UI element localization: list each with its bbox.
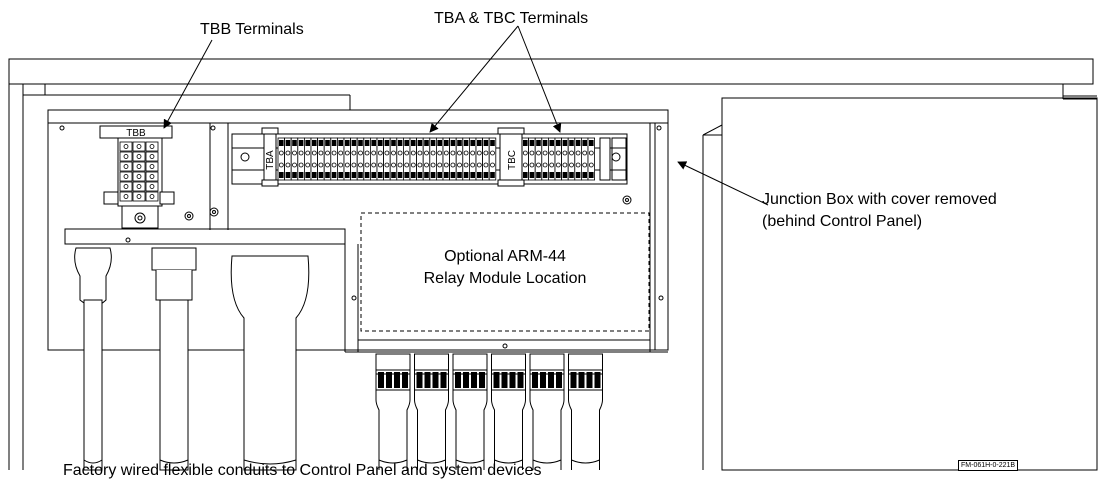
- end-bracket-right: [240, 137, 621, 181]
- conduits-caption: Factory wired flexible conduits to Contr…: [63, 462, 542, 479]
- terminal-cell: [468, 137, 477, 181]
- bottom-conduit-fitting: [375, 353, 411, 470]
- terminal-cell: [449, 137, 457, 181]
- tbb-cell: [145, 181, 159, 192]
- end-bracket-mid: [497, 127, 525, 187]
- conduit-mid: [151, 247, 197, 471]
- terminal-cell: [435, 137, 444, 181]
- tbb-tag: TBB: [126, 128, 146, 139]
- terminal-cell: [561, 137, 569, 181]
- terminal-cell: [363, 137, 371, 181]
- terminal-cell: [422, 137, 431, 181]
- terminal-cell: [317, 137, 325, 181]
- terminal-cell: [336, 137, 345, 181]
- terminal-cell: [416, 137, 424, 181]
- terminal-cell: [587, 137, 595, 181]
- terminal-cell: [455, 137, 464, 181]
- terminal-cell: [330, 137, 338, 181]
- tbb-cell: [132, 171, 146, 182]
- terminal-cell: [389, 137, 398, 181]
- relay-module-label-line2: Relay Module Location: [423, 270, 587, 287]
- terminal-cell: [488, 137, 497, 181]
- tbb-cell: [119, 151, 133, 162]
- relay-module-area: [360, 212, 650, 332]
- drawing-reference: FM-061H-0-221B: [958, 460, 1019, 471]
- terminal-block-strip-tbc: [521, 137, 595, 181]
- end-bracket-left: [261, 127, 279, 187]
- bottom-conduit-fitting: [491, 353, 526, 470]
- terminal-cell: [323, 137, 332, 181]
- tbb-cell: [132, 141, 146, 152]
- terminal-cell: [277, 137, 285, 181]
- terminal-cell: [482, 137, 490, 181]
- conduit-left: [74, 247, 112, 471]
- tbb-cell: [119, 181, 133, 192]
- tba-tbc-callout-label: TBA & TBC Terminals: [434, 10, 589, 27]
- terminal-cell: [356, 137, 365, 181]
- tba-tag: TBA: [265, 150, 276, 170]
- junction-box-label-line1: Junction Box with cover removed: [762, 191, 997, 208]
- terminal-cell: [475, 137, 483, 181]
- bottom-conduits: [375, 353, 603, 470]
- callout-lines: [163, 25, 769, 206]
- control-panel: [702, 97, 1098, 471]
- bottom-conduit-fitting: [568, 353, 603, 470]
- terminal-block-strip-tba: [277, 137, 497, 181]
- terminal-cell: [442, 137, 450, 181]
- junction-box-label-line2: (behind Control Panel): [762, 213, 923, 230]
- terminal-cell: [541, 137, 549, 181]
- terminal-cell: [581, 137, 589, 181]
- tbb-cell: [119, 171, 133, 182]
- terminal-cell: [402, 137, 411, 181]
- terminal-cell: [521, 137, 529, 181]
- terminal-cell: [297, 137, 305, 181]
- tbb-cell: [145, 191, 159, 202]
- tbb-cell: [132, 151, 146, 162]
- terminal-cell: [554, 137, 562, 181]
- tbb-cell: [145, 161, 159, 172]
- relay-module-label-line1: Optional ARM-44: [444, 248, 566, 265]
- terminal-cell: [350, 137, 358, 181]
- terminal-cell: [303, 137, 312, 181]
- tbb-cell: [145, 141, 159, 152]
- terminal-cell: [369, 137, 378, 181]
- tbc-tag: TBC: [507, 150, 518, 170]
- bottom-conduit-fitting: [529, 353, 565, 470]
- tbb-cell: [145, 171, 159, 182]
- conduit-large: [230, 255, 310, 471]
- tbb-cell: [119, 161, 133, 172]
- terminal-cell: [548, 137, 556, 181]
- cabinet-outline: [8, 58, 1097, 470]
- terminal-cell: [383, 137, 391, 181]
- terminal-cell: [376, 137, 384, 181]
- tbb-cell: [145, 151, 159, 162]
- terminal-cell: [290, 137, 299, 181]
- terminal-cell: [343, 137, 351, 181]
- terminal-cell: [462, 137, 470, 181]
- bottom-conduit-fitting: [414, 353, 449, 470]
- terminal-cell: [284, 137, 292, 181]
- terminal-cell: [574, 137, 582, 181]
- tbb-terminal-cells: [119, 141, 159, 202]
- terminal-cell: [567, 137, 576, 181]
- terminal-cell: [429, 137, 437, 181]
- bottom-conduit-fitting: [452, 353, 488, 470]
- tbb-cell: [132, 161, 146, 172]
- gland-plate: [64, 228, 668, 353]
- tbb-cell: [119, 191, 133, 202]
- terminal-cell: [534, 137, 543, 181]
- tbb-callout-label: TBB Terminals: [200, 21, 304, 38]
- tbb-cell: [132, 181, 146, 192]
- tbb-cell: [119, 141, 133, 152]
- terminal-cell: [409, 137, 417, 181]
- terminal-cell: [528, 137, 536, 181]
- terminal-cell: [396, 137, 404, 181]
- terminal-cell: [310, 137, 318, 181]
- tbb-cell: [132, 191, 146, 202]
